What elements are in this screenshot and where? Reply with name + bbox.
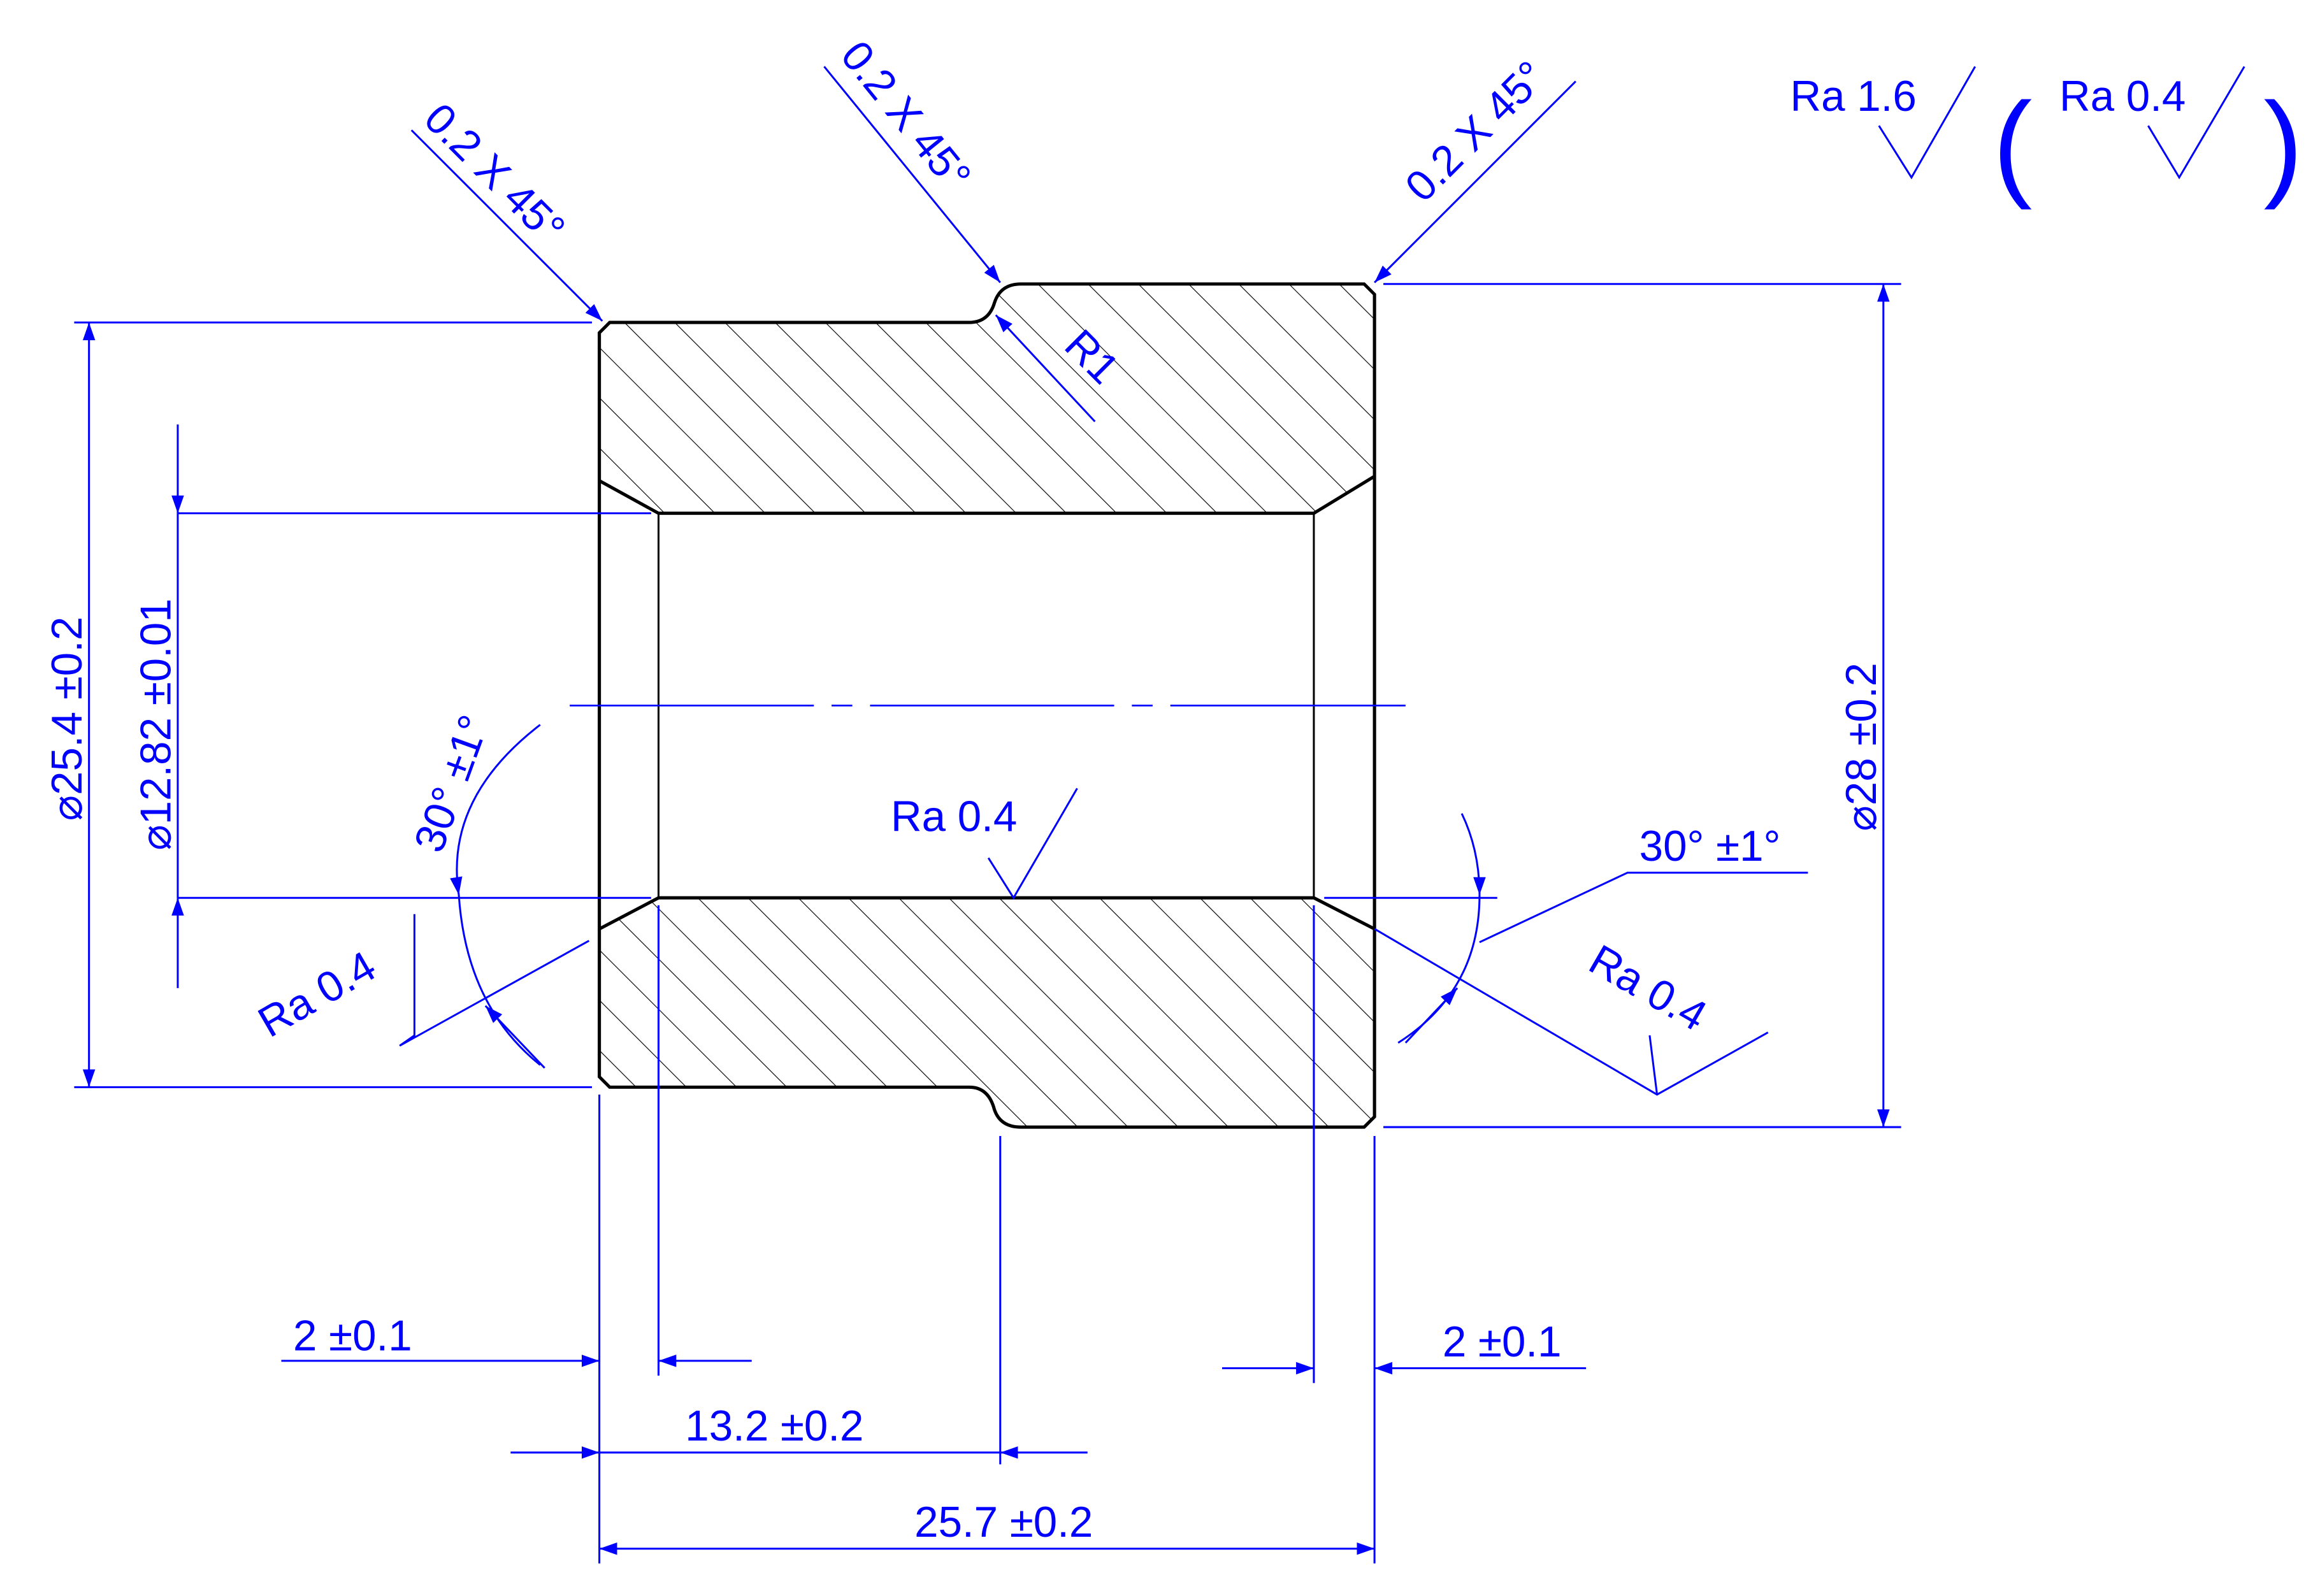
chamfer-middle-label: 0.2 X 45° xyxy=(832,32,980,199)
bracket-close: ) xyxy=(2263,78,2303,210)
right-chamfer-length: 2 ±0.1 xyxy=(1443,1318,1562,1366)
part-outline xyxy=(598,282,1376,1129)
bracket-open: ( xyxy=(1993,78,2033,210)
general-surface-finish: Ra 1.6 ( Ra 0.4 ) xyxy=(1790,66,2303,210)
left-chamfer-roughness: Ra 0.4 xyxy=(250,942,384,1047)
right-chamfer-roughness: Ra 0.4 xyxy=(1581,936,1715,1040)
general-roughness: Ra 1.6 xyxy=(1790,73,1916,120)
shoulder-length: 13.2 ±0.2 xyxy=(685,1402,863,1450)
chamfer-left-label: 0.2 X 45° xyxy=(415,94,573,253)
outer-small-diameter: ⌀25.4 ±0.2 xyxy=(43,617,91,821)
overall-length: 25.7 ±0.2 xyxy=(914,1499,1093,1546)
right-angle-label: 30° ±1° xyxy=(1639,823,1781,870)
length-dimensions: 2 ±0.1 2 ±0.1 13.2 ±0.2 25.7 ±0.2 xyxy=(281,905,1587,1564)
outer-large-diameter: ⌀28 ±0.2 xyxy=(1838,663,1885,831)
bore-roughness: Ra 0.4 xyxy=(891,793,1017,841)
bracket-roughness: Ra 0.4 xyxy=(2059,73,2186,120)
left-chamfer-length: 2 ±0.1 xyxy=(293,1312,412,1360)
diameter-dimensions: ⌀25.4 ±0.2 ⌀12.82 ±0.01 ⌀28 ±0.2 xyxy=(43,283,1901,1128)
section-hatching xyxy=(599,284,1375,1128)
bore-diameter: ⌀12.82 ±0.01 xyxy=(132,598,180,851)
chamfer-right-label: 0.2 X 45° xyxy=(1396,52,1555,211)
